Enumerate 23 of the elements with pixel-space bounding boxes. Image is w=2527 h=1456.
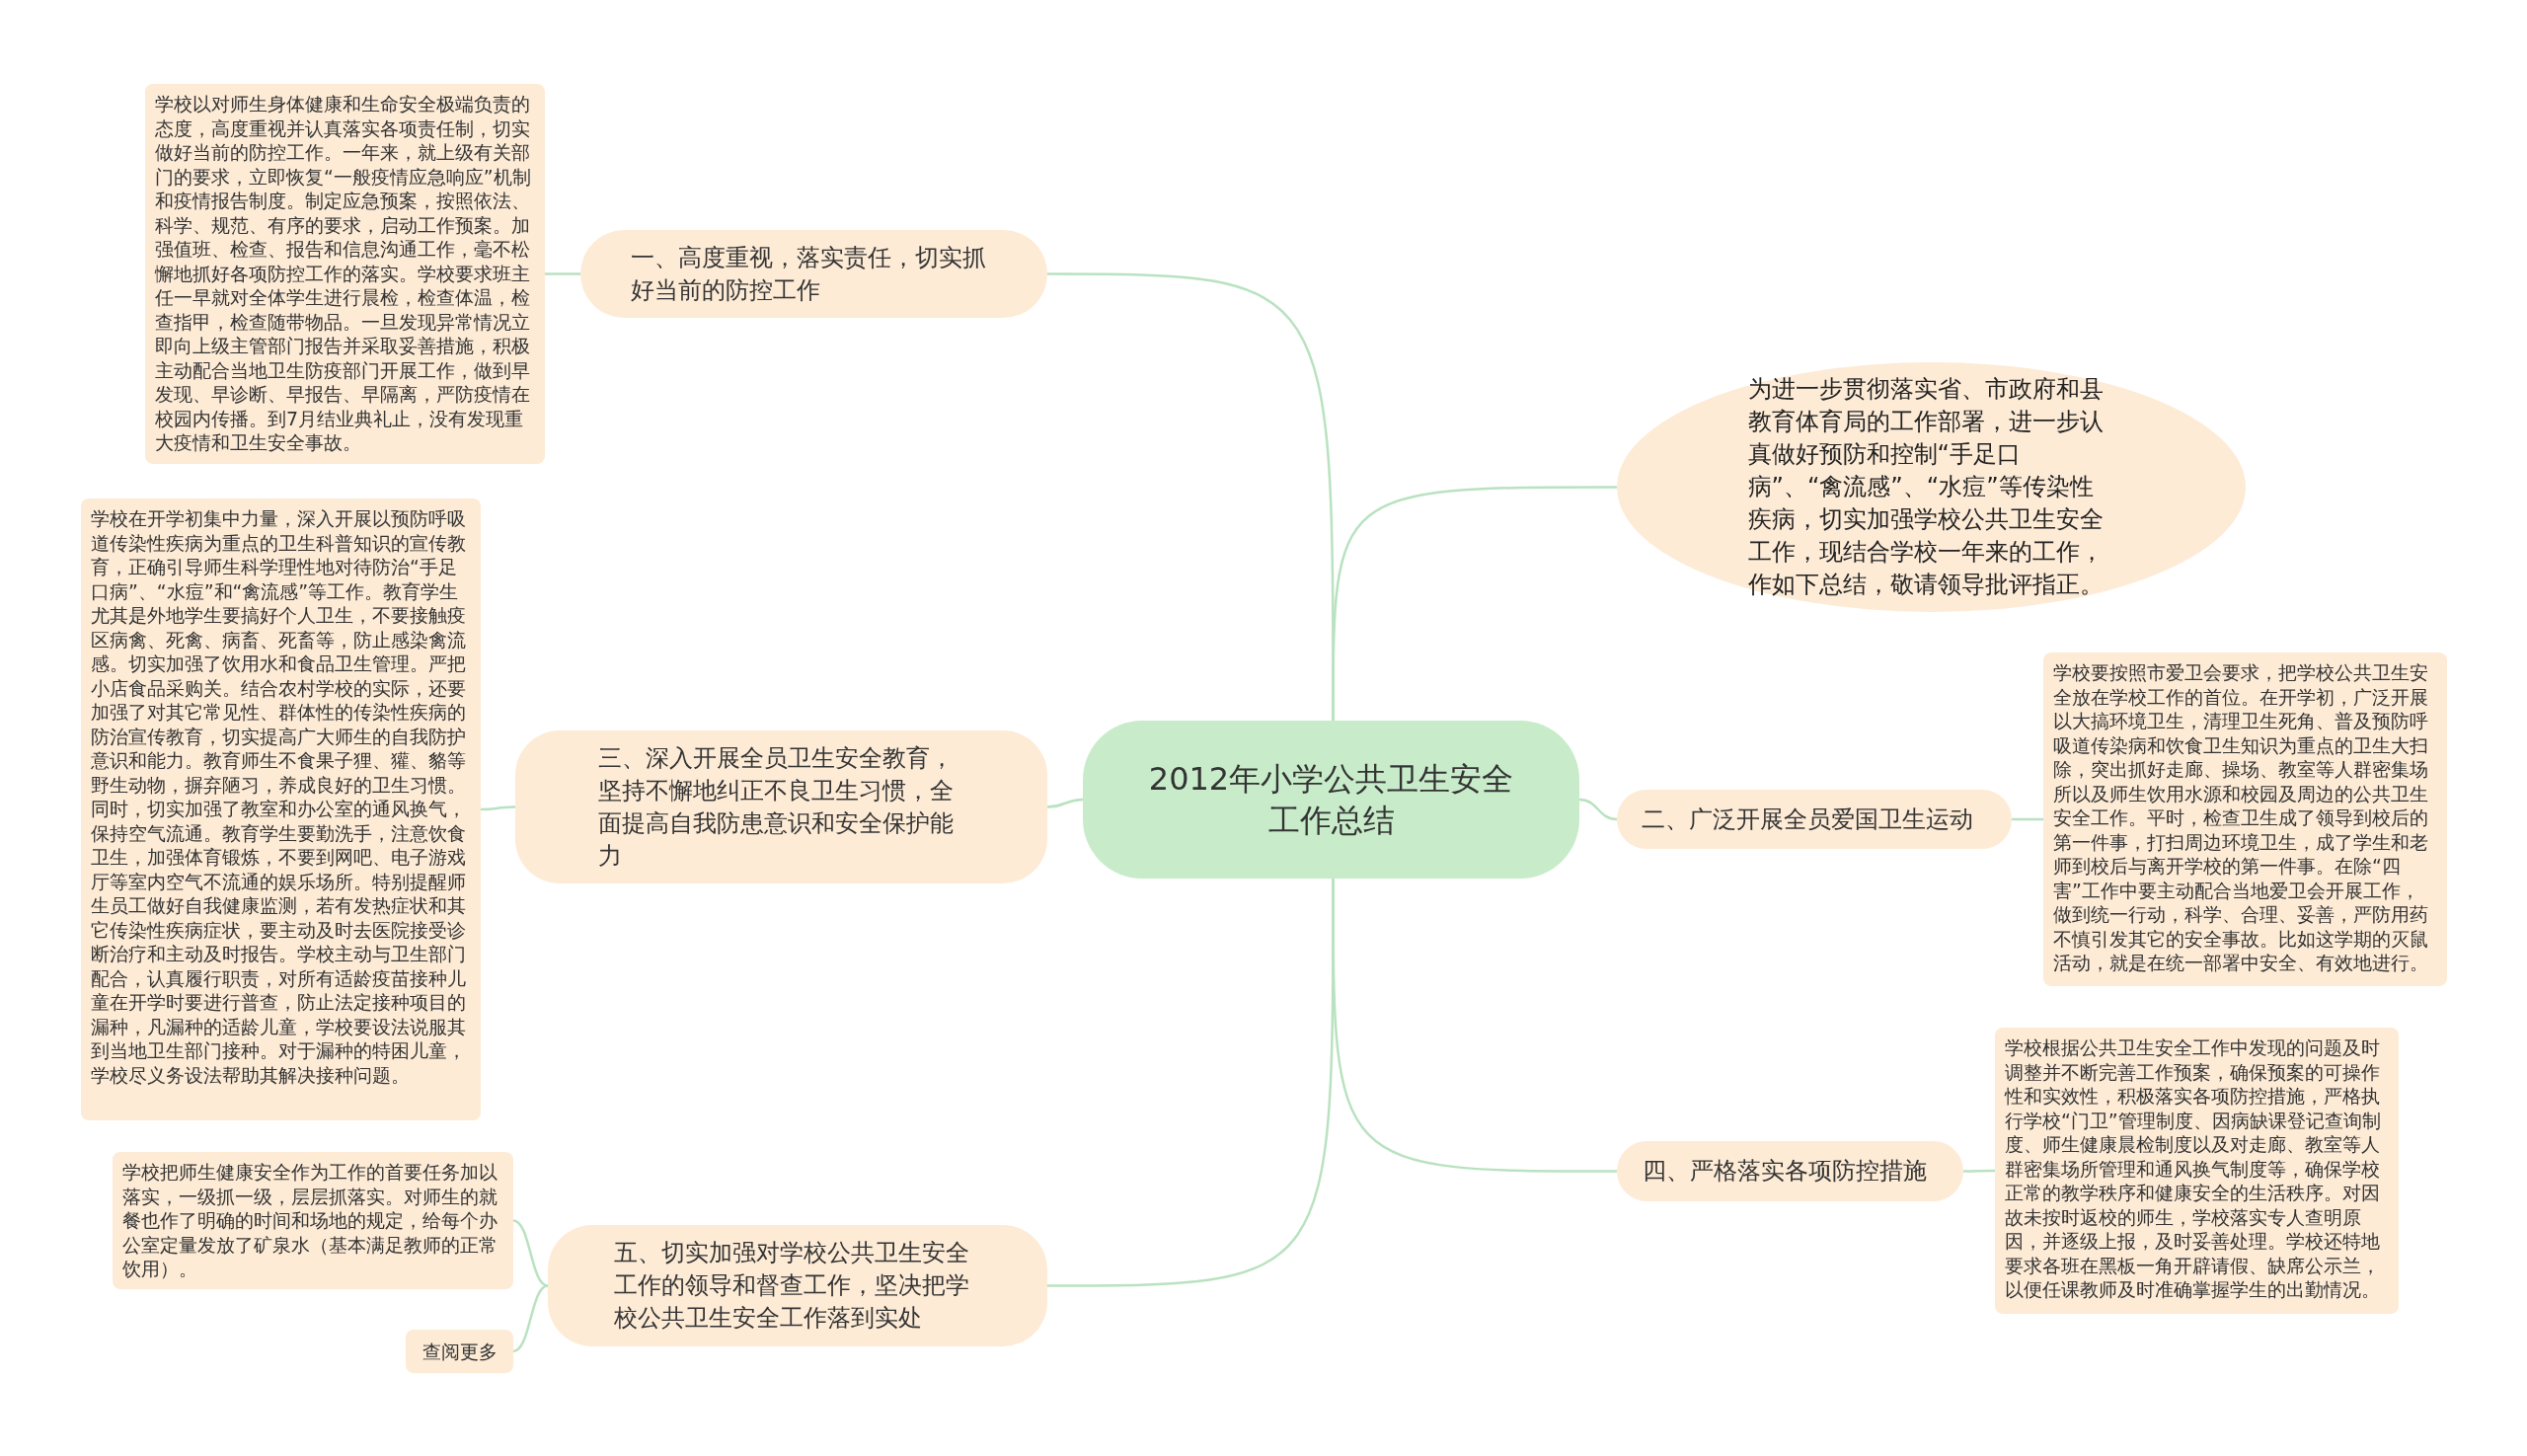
intro-topic: 为进一步贯彻落实省、市政府和县教育体育局的工作部署，进一步认真做好预防和控制“手足口病”、“禽流感”、“水痘”等传染性疾病，切实加强学校公共卫生安全工作，现结合学校一年来的工作，作如下总结，敬请领导批评指正。 [1617, 362, 2246, 612]
note-box: 学校以对师生身体健康和生命安全极端负责的态度，高度重视并认真落实各项责任制，切实做好当前的防控工作。一年来，就上级有关部门的要求，立即恢复“一般疫情应急响应”机制和疫情报告制度。制定应急预案，按照依法、科学、规范、有序的要求，启动工作预案。加强值班、检查、报告和信息沟通工作，毫不松懈地抓好各项防控工作的落实。学校要求班主任一早就对全体学生进行晨检，检查体温，检查指甲，检查随带物品。一旦发现异常情况立即向上级主管部门报告并采取妥善措施，积极主动配合当地卫生防疫部门开展工作，做到早发现、早诊断、早报告、早隔离，严防疫情在校园内传播。到7月结业典礼止，没有发现重大疫情和卫生安全事故。 [145, 84, 545, 464]
connector-line [1578, 798, 1618, 821]
central-topic: 2012年小学公共卫生安全工作总结 [1083, 721, 1579, 879]
topic-box: 二、广泛开展全员爱国卫生运动 [1617, 790, 2012, 849]
note-box: 学校在开学初集中力量，深入开展以预防呼吸道传染性疾病为重点的卫生科普知识的宣传教育，正确引导师生科学理性地对待防治“手足口病”、“水痘”和“禽流感”等工作。教育学生尤其是外地学生要搞好个人卫生，不要接触疫区病禽、死禽、病畜、死畜等，防止感染禽流感。切实加强了饮用水和食品卫生管理。严把小店食品采购关。结合农村学校的实际，还要加强了对其它常见性、群体性的传染性疾病的防治宣传教育，切实提高广大师生的自我防护意识和能力。教育师生不食果子狸、獾、貉等野生动物，摒弃陋习，养成良好的卫生习惯。同时，切实加强了教室和办公室的通风换气，保持空气流通。教育学生要勤洗手，注意饮食卫生，加强体育锻炼，不要到网吧、电子游戏厅等室内空气不流通的娱乐场所。特别提醒师生员工做好自我健康监测，若有发热症状和其它传染性疾病症状，要主动及时去医院接受诊断治疗和主动及时报告。学校主动与卫生部门配合，认真履行职责，对所有适龄疫苗接种儿童在开学时要进行普查，防止法定接种项目的漏种，凡漏种的适龄儿童，学校要设法说服其到当地卫生部门接种。对于漏种的特困儿童，学校尽义务设法帮助其解决接种问题。 [81, 498, 481, 1120]
connector-line [481, 805, 515, 811]
note-box: 学校根据公共卫生安全工作中发现的问题及时调整并不断完善工作预案，确保预案的可操作性和实效性，积极落实各项防控措施，严格执行学校“门卫”管理制度、因病缺课登记查询制度、师生健康晨检制度以及对走廊、教室等人群密集场所管理和通风换气制度等，确保学校正常的教学秩序和健康安全的生活秩序。对因故未按时返校的师生，学校落实专人查明原因，并逐级上报，及时妥善处理。学校还特地要求各班在黑板一角开辟请假、缺席公示兰，以便任课教师及时准确掌握学生的出勤情况。 [1995, 1028, 2399, 1314]
connector-line [512, 1284, 549, 1353]
topic-box: 五、切实加强对学校公共卫生安全工作的领导和督查工作，坚决把学校公共卫生安全工作落到实处 [548, 1225, 1047, 1346]
connector-line [1046, 798, 1084, 808]
connector-line [1963, 1169, 1995, 1173]
topic-box: 一、高度重视，落实责任，切实抓好当前的防控工作 [580, 230, 1047, 318]
connector-line [1332, 879, 1617, 1173]
note-box: 学校要按照市爱卫会要求，把学校公共卫生安全放在学校工作的首位。在开学初，广泛开展以大搞环境卫生，清理卫生死角、普及预防呼吸道传染病和饮食卫生知识为重点的卫生大扫除，突出抓好走廊、操场、教室等人群密集场所以及师生饮用水源和校园及周边的公共卫生安全工作。平时，检查卫生成了领导到校后的第一件事，打扫周边环境卫生，成了学生和老师到校后与离开学校的第一件事。在除“四害”工作中要主动配合当地爱卫会开展工作，做到统一行动，科学、合理、妥善，严防用药不慎引发其它的安全事故。比如这学期的灭鼠活动，就是在统一部署中安全、有效地进行。 [2043, 652, 2447, 986]
topic-box: 三、深入开展全员卫生安全教育，坚持不懈地纠正不良卫生习惯，全面提高自我防患意识和安全保护能力 [515, 730, 1047, 883]
connector-line [1047, 272, 1335, 721]
more-box: 查阅更多 [406, 1330, 513, 1373]
connector-line [545, 272, 580, 275]
connector-line [512, 1219, 549, 1287]
connector-line [2012, 817, 2043, 821]
note-box: 学校把师生健康安全作为工作的首要任务加以落实，一级抓一级，层层抓落实。对师生的就餐也作了明确的时间和场地的规定，给每个办公室定量发放了矿泉水（基本满足教师的正常饮用）。 [113, 1152, 513, 1289]
topic-box: 四、严格落实各项防控措施 [1617, 1141, 1963, 1201]
